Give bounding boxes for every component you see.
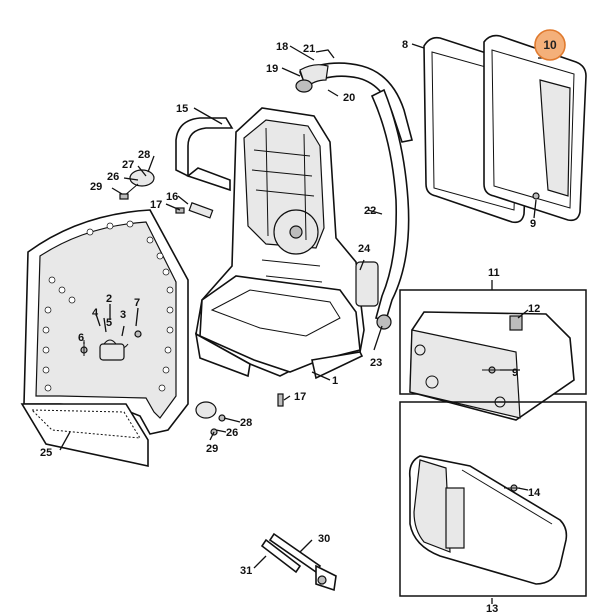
- backpack-frame: [175, 107, 365, 380]
- spring-assembly: [80, 330, 142, 361]
- cover-panels: [423, 34, 587, 224]
- callout-23: 23: [370, 357, 382, 369]
- callout-15: 15: [176, 103, 188, 115]
- callout-16: 16: [166, 191, 178, 203]
- callout-3: 3: [120, 309, 126, 321]
- callout-26b: 26: [226, 427, 238, 439]
- callout-29b: 29: [206, 443, 218, 455]
- detail-box-13: [399, 401, 587, 597]
- shoulder-strap: [295, 62, 413, 330]
- hardware-bits: [119, 169, 284, 436]
- callout-2: 2: [106, 293, 112, 305]
- callout-27: 27: [122, 159, 134, 171]
- callout-25: 25: [40, 447, 52, 459]
- callout-24: 24: [358, 243, 371, 255]
- callout-5: 5: [106, 317, 112, 329]
- callout-13: 13: [486, 603, 498, 615]
- callout-28b: 28: [240, 417, 252, 429]
- callout-17a: 17: [150, 199, 162, 211]
- callout-14: 14: [528, 487, 541, 499]
- callout-4: 4: [92, 307, 99, 319]
- callout-9a: 9: [530, 218, 536, 230]
- callout-31: 31: [240, 565, 252, 577]
- frame-net: [20, 209, 189, 467]
- callout-29a: 29: [90, 181, 102, 193]
- highlighted-callout-10[interactable]: 10: [534, 29, 566, 61]
- callout-28a: 28: [138, 149, 150, 161]
- callout-21a: 21: [303, 43, 315, 55]
- callout-12: 12: [528, 303, 540, 315]
- leader-lines: [59, 43, 548, 604]
- callout-7: 7: [134, 297, 140, 309]
- callout-17b: 17: [294, 391, 306, 403]
- tools: [260, 532, 337, 592]
- callout-labels: 21 18 19 20 8 15 28 27 26 29 16 17 22 24…: [40, 39, 541, 615]
- callout-22: 22: [364, 205, 376, 217]
- highlight-circle: [534, 29, 566, 61]
- callout-10: 10: [543, 38, 557, 52]
- callout-19: 19: [266, 63, 278, 75]
- callout-18: 18: [276, 41, 288, 53]
- callout-1: 1: [332, 375, 338, 387]
- callout-30: 30: [318, 533, 330, 545]
- callout-9b: 9: [512, 367, 518, 379]
- callout-11: 11: [488, 267, 500, 279]
- detail-box-11: [399, 289, 587, 421]
- callout-6: 6: [78, 332, 84, 344]
- callout-20: 20: [343, 92, 355, 104]
- callout-8: 8: [402, 39, 408, 51]
- callout-26a: 26: [107, 171, 119, 183]
